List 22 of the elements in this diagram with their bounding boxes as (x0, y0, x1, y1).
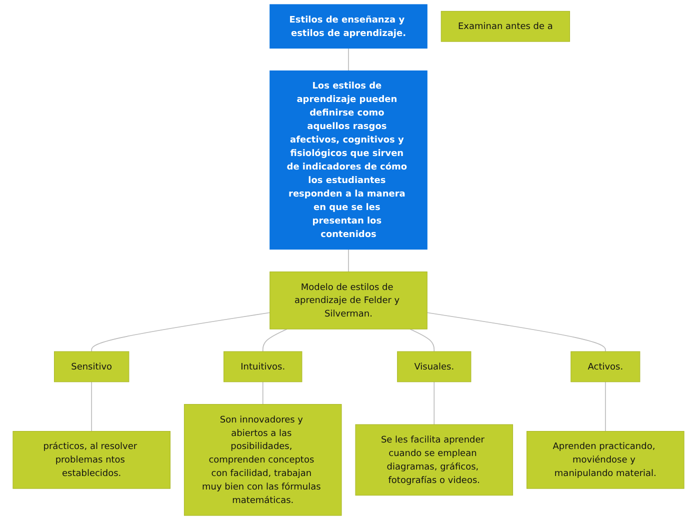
node-box: Examinan antes de a (440, 10, 570, 42)
node-box: prácticos, al resolver problemas ntos establecidos. (12, 431, 170, 489)
node-box: Visuales. (397, 351, 472, 382)
node-box: Sensitivo (54, 351, 130, 382)
node-box: Se les facilita aprender cuando se emplean diagramas, gráficos, fotografías o videos. (355, 424, 514, 496)
connector (262, 381, 264, 405)
connector (410, 328, 435, 352)
node-box: Estilos de enseñanza y estilos de aprendizaje. (270, 4, 428, 49)
connector (348, 48, 349, 72)
connector (348, 248, 349, 272)
connector (434, 381, 435, 425)
connector (426, 312, 606, 352)
node-box: Intuitivos. (224, 351, 302, 382)
connector (91, 381, 92, 432)
connector (605, 381, 606, 432)
node-box: Aprenden practicando, moviéndose y manipulando material. (526, 431, 684, 489)
node-box: Los estilos de aprendizaje pueden definirse como aquellos rasgos afectivos, cognitivos y fisiológicos que sirven de indicadores de cómo los estudiantes responden a la manera en que se les presentan los contenidos (270, 70, 428, 250)
node-box: Son innovadores y abiertos a las posibilidades, comprenden conceptos con facilidad, trabajan muy bien con las fórmulas matemáticas. (184, 404, 342, 516)
connector (262, 328, 288, 352)
node-box: Activos. (570, 351, 640, 382)
node-box: Modelo de estilos de aprendizaje de Felder y Silverman. (270, 272, 428, 330)
connector (91, 312, 270, 352)
